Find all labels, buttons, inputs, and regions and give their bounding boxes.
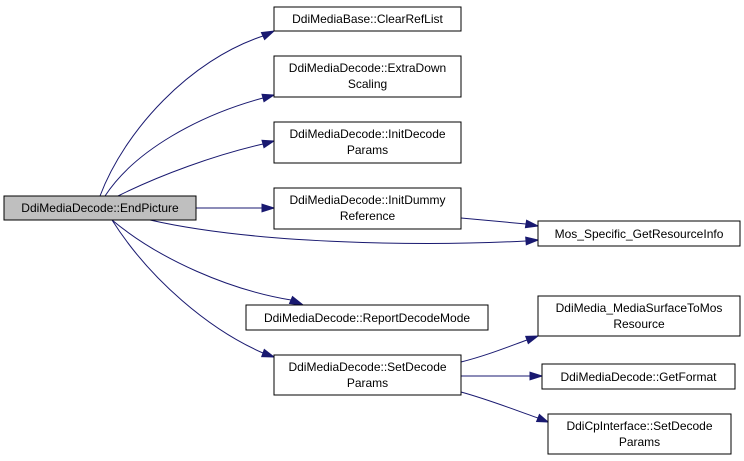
edge-end-picture-to-init-dummy-reference <box>196 203 276 213</box>
edge-line <box>111 219 264 354</box>
edge-init-dummy-reference-to-get-resource-info <box>460 217 540 229</box>
arrowhead-icon <box>535 413 550 423</box>
node-report-decode-mode-label: DdiMediaDecode::ReportDecodeMode <box>264 311 470 325</box>
node-get-resource-info[interactable]: Mos_Specific_GetResourceInfo <box>537 220 741 247</box>
node-extra-down-scaling[interactable]: DdiMediaDecode::ExtraDown Scaling <box>273 55 462 98</box>
node-report-decode-mode[interactable]: DdiMediaDecode::ReportDecodeMode <box>245 304 489 331</box>
node-set-decode-params-label-1: DdiMediaDecode::SetDecode <box>288 360 446 374</box>
edge-line <box>149 219 527 244</box>
node-init-dummy-reference[interactable]: DdiMediaDecode::InitDummy Reference <box>273 187 462 230</box>
edge-set-decode-params-to-get-format <box>461 371 544 381</box>
arrowhead-icon <box>260 30 276 41</box>
edge-line <box>104 97 264 197</box>
edge-end-picture-to-get-resource-info <box>149 219 540 246</box>
edge-end-picture-to-clear-ref-list <box>99 30 276 197</box>
arrowhead-icon <box>288 295 305 306</box>
edge-line <box>117 143 264 197</box>
arrowhead-icon <box>524 219 540 229</box>
node-cp-set-decode-params-label-2: Params <box>619 435 660 449</box>
node-media-surface-to-mos-label-2: Resource <box>613 317 665 331</box>
node-init-decode-params-label-2: Params <box>347 143 388 157</box>
node-set-decode-params-label-2: Params <box>347 376 388 390</box>
node-get-format[interactable]: DdiMediaDecode::GetFormat <box>541 363 736 390</box>
node-media-surface-to-mos[interactable]: DdiMedia_MediaSurfaceToMos Resource <box>537 295 741 337</box>
arrowhead-icon <box>524 335 540 345</box>
edge-line <box>460 391 539 419</box>
edge-end-picture-to-extra-down-scaling <box>104 93 276 197</box>
arrowhead-icon <box>529 371 544 381</box>
arrowhead-icon <box>260 348 276 358</box>
node-clear-ref-list[interactable]: DdiMediaBase::ClearRefList <box>273 6 462 32</box>
node-init-decode-params[interactable]: DdiMediaDecode::InitDecode Params <box>273 121 462 164</box>
edge-line <box>99 35 264 197</box>
node-end-picture[interactable]: DdiMediaDecode::EndPicture <box>3 195 197 221</box>
node-init-dummy-reference-label-2: Reference <box>340 209 396 223</box>
edge-set-decode-params-to-media-surface-to-mos <box>460 335 540 363</box>
node-set-decode-params[interactable]: DdiMediaDecode::SetDecode Params <box>273 354 462 396</box>
node-end-picture-label: DdiMediaDecode::EndPicture <box>21 201 179 215</box>
edge-end-picture-to-report-decode-mode <box>111 219 305 306</box>
node-media-surface-to-mos-label-1: DdiMedia_MediaSurfaceToMos <box>556 301 723 315</box>
arrowhead-icon <box>261 139 276 149</box>
edge-line <box>460 217 527 225</box>
node-extra-down-scaling-label-2: Scaling <box>348 77 387 91</box>
arrowhead-icon <box>525 236 540 246</box>
arrowhead-icon <box>261 203 276 213</box>
edge-end-picture-to-init-decode-params <box>117 139 276 197</box>
node-extra-down-scaling-label-1: DdiMediaDecode::ExtraDown <box>289 61 446 75</box>
arrowhead-icon <box>261 93 276 103</box>
node-clear-ref-list-label: DdiMediaBase::ClearRefList <box>292 12 443 26</box>
node-cp-set-decode-params-label-1: DdiCpInterface::SetDecode <box>566 419 712 433</box>
call-graph-edges <box>99 30 550 423</box>
edge-line <box>460 339 528 363</box>
edge-line <box>111 219 292 301</box>
edge-end-picture-to-set-decode-params <box>111 219 276 358</box>
node-cp-set-decode-params[interactable]: DdiCpInterface::SetDecode Params <box>547 413 732 455</box>
node-get-resource-info-label: Mos_Specific_GetResourceInfo <box>555 227 724 241</box>
node-init-decode-params-label-1: DdiMediaDecode::InitDecode <box>289 127 445 141</box>
node-init-dummy-reference-label-1: DdiMediaDecode::InitDummy <box>289 193 445 207</box>
node-get-format-label: DdiMediaDecode::GetFormat <box>560 370 717 384</box>
edge-set-decode-params-to-cp-set-decode-params <box>460 391 550 423</box>
